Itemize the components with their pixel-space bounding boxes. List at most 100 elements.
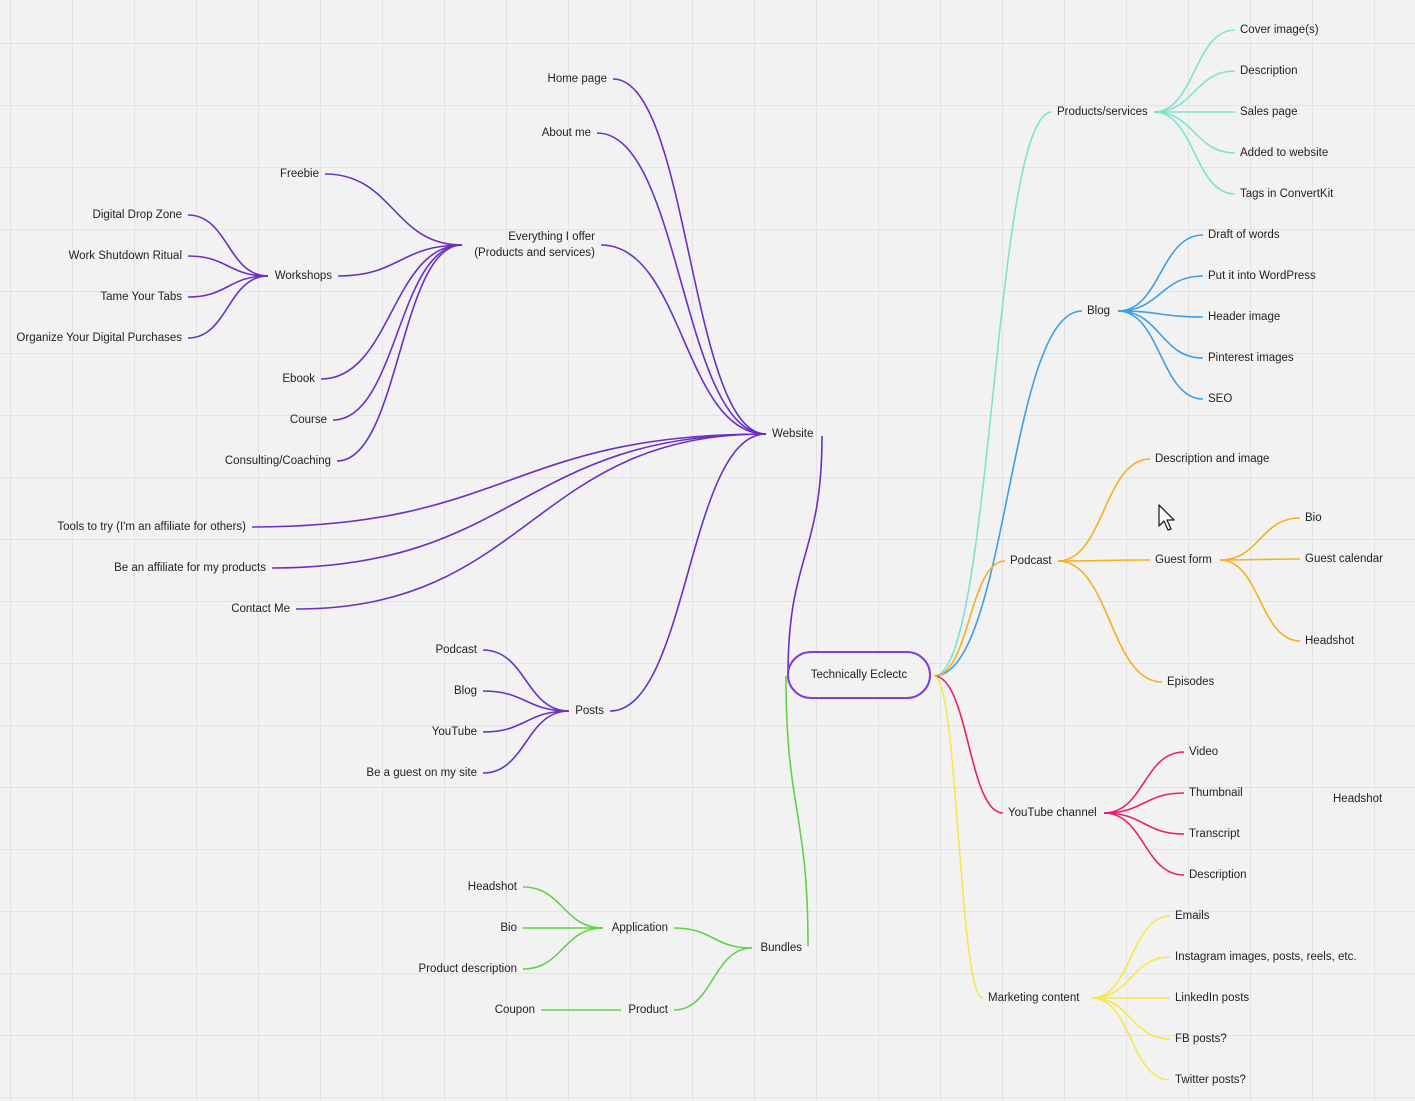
connector-line bbox=[1219, 559, 1301, 642]
node-podcast[interactable]: Podcast bbox=[1010, 555, 1052, 567]
node-blog-item[interactable]: Draft of words bbox=[1208, 229, 1280, 241]
connector-line bbox=[332, 244, 463, 421]
connector-line bbox=[1117, 310, 1204, 318]
node-workshops[interactable]: Workshops bbox=[274, 270, 332, 282]
connector-line bbox=[1153, 70, 1236, 113]
node-post-item[interactable]: Blog bbox=[453, 685, 477, 697]
connector-line bbox=[1153, 29, 1236, 113]
connector-line bbox=[787, 435, 823, 676]
node-everything-i-offer[interactable]: Everything I offer (Products and service… bbox=[474, 229, 595, 261]
mouse-cursor-icon bbox=[1158, 504, 1175, 531]
connector-line bbox=[1091, 915, 1171, 999]
node-youtube-channel[interactable]: YouTube channel bbox=[1008, 807, 1097, 819]
node-guest-form[interactable]: Guest form bbox=[1155, 554, 1212, 566]
connector-line bbox=[324, 173, 463, 246]
node-tools-to-try[interactable]: Tools to try (I'm an affiliate for other… bbox=[57, 521, 246, 533]
node-post-item[interactable]: Podcast bbox=[435, 644, 477, 656]
connector-line bbox=[1153, 111, 1236, 154]
node-workshop-item[interactable]: Work Shutdown Ritual bbox=[68, 250, 182, 262]
offer-line-1: Everything I offer bbox=[508, 231, 595, 243]
connector-line bbox=[1219, 558, 1301, 561]
node-contact-me[interactable]: Contact Me bbox=[231, 603, 290, 615]
connector-line bbox=[522, 927, 604, 970]
node-website[interactable]: Website bbox=[772, 428, 814, 440]
node-blog-item[interactable]: Header image bbox=[1208, 311, 1281, 323]
connector-line bbox=[1103, 812, 1185, 835]
connector-line bbox=[187, 275, 269, 339]
node-workshop-item[interactable]: Organize Your Digital Purchases bbox=[16, 332, 182, 344]
connector-line bbox=[1091, 997, 1171, 1081]
node-marketing-item[interactable]: FB posts? bbox=[1175, 1033, 1227, 1045]
connector-line bbox=[933, 675, 984, 999]
node-guest-item[interactable]: Guest calendar bbox=[1305, 553, 1383, 565]
node-marketing-item[interactable]: LinkedIn posts bbox=[1175, 992, 1250, 1004]
node-products-services[interactable]: Products/services bbox=[1057, 106, 1148, 118]
node-products-item[interactable]: Description bbox=[1240, 65, 1298, 77]
node-home-page[interactable]: Home page bbox=[547, 73, 607, 85]
connector-line bbox=[1057, 559, 1151, 562]
connector-line bbox=[609, 433, 767, 712]
node-marketing-item[interactable]: Twitter posts? bbox=[1175, 1074, 1246, 1086]
connector-line bbox=[1057, 560, 1163, 683]
node-blog-item[interactable]: SEO bbox=[1208, 393, 1233, 405]
connector-line bbox=[187, 255, 269, 277]
connector-line bbox=[1117, 234, 1204, 312]
node-blog[interactable]: Blog bbox=[1087, 305, 1111, 317]
node-products-item[interactable]: Tags in ConvertKit bbox=[1240, 188, 1334, 200]
node-post-item[interactable]: YouTube bbox=[431, 726, 477, 738]
node-youtube-item[interactable]: Description bbox=[1189, 869, 1247, 881]
node-youtube-item[interactable]: Transcript bbox=[1189, 828, 1240, 840]
connector-line bbox=[600, 244, 767, 435]
node-application-item[interactable]: Headshot bbox=[467, 881, 517, 893]
node-course[interactable]: Course bbox=[289, 414, 327, 426]
node-application-item[interactable]: Product description bbox=[418, 963, 517, 975]
node-consulting-coaching[interactable]: Consulting/Coaching bbox=[224, 455, 331, 467]
node-coupon[interactable]: Coupon bbox=[494, 1004, 535, 1016]
node-bundles[interactable]: Bundles bbox=[760, 942, 802, 954]
node-products-item[interactable]: Added to website bbox=[1240, 147, 1329, 159]
connector-line bbox=[785, 675, 809, 947]
connector-line bbox=[522, 886, 604, 929]
node-workshop-item[interactable]: Digital Drop Zone bbox=[92, 209, 182, 221]
node-products-item[interactable]: Cover image(s) bbox=[1240, 24, 1319, 36]
connector-line bbox=[1091, 956, 1171, 999]
node-post-item[interactable]: Be a guest on my site bbox=[366, 767, 477, 779]
node-application-item[interactable]: Bio bbox=[500, 922, 517, 934]
node-application[interactable]: Application bbox=[611, 922, 668, 934]
connector-line bbox=[1219, 517, 1301, 561]
node-youtube-item[interactable]: Video bbox=[1189, 746, 1219, 758]
connector-line bbox=[1117, 275, 1204, 312]
node-blog-item[interactable]: Put it into WordPress bbox=[1208, 270, 1316, 282]
node-floating-headshot[interactable]: Headshot bbox=[1333, 793, 1383, 805]
node-affiliate[interactable]: Be an affiliate for my products bbox=[114, 562, 266, 574]
connector-line bbox=[1057, 458, 1151, 562]
connector-line bbox=[251, 433, 767, 528]
node-guest-item[interactable]: Headshot bbox=[1305, 635, 1355, 647]
node-episodes[interactable]: Episodes bbox=[1167, 676, 1215, 688]
connector-line bbox=[1091, 997, 1171, 1040]
node-description-and-image[interactable]: Description and image bbox=[1155, 453, 1270, 465]
node-marketing-content[interactable]: Marketing content bbox=[988, 992, 1080, 1004]
node-ebook[interactable]: Ebook bbox=[282, 373, 315, 385]
node-product[interactable]: Product bbox=[628, 1004, 668, 1016]
node-marketing-item[interactable]: Emails bbox=[1175, 910, 1210, 922]
node-about-me[interactable]: About me bbox=[541, 127, 591, 139]
node-guest-item[interactable]: Bio bbox=[1305, 512, 1322, 524]
root-node[interactable]: Technically Eclectc bbox=[787, 651, 931, 699]
node-products-item[interactable]: Sales page bbox=[1240, 106, 1298, 118]
node-posts[interactable]: Posts bbox=[575, 705, 604, 717]
connector-line bbox=[187, 275, 269, 298]
node-marketing-item[interactable]: Instagram images, posts, reels, etc. bbox=[1175, 951, 1357, 963]
node-freebie[interactable]: Freebie bbox=[280, 168, 319, 180]
connector-line bbox=[673, 947, 753, 1011]
connector-line bbox=[271, 433, 767, 569]
node-blog-item[interactable]: Pinterest images bbox=[1208, 352, 1294, 364]
connector-line bbox=[482, 649, 570, 712]
connector-line bbox=[295, 433, 767, 610]
connector-line bbox=[1103, 812, 1185, 876]
node-workshop-item[interactable]: Tame Your Tabs bbox=[100, 291, 182, 303]
connector-line bbox=[1153, 111, 1236, 195]
connector-line bbox=[933, 675, 1004, 814]
node-youtube-item[interactable]: Thumbnail bbox=[1189, 787, 1243, 799]
